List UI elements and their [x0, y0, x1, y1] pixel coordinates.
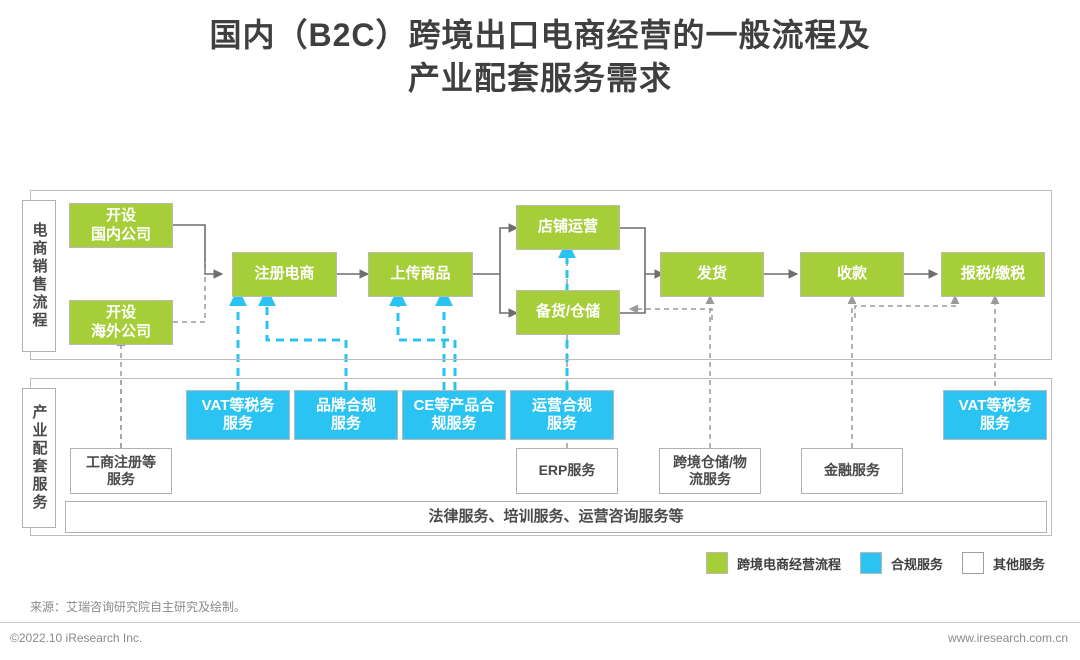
service-box-brand-compliance[interactable]: 品牌合规 服务: [294, 390, 398, 440]
legend-label-flow: 跨境电商经营流程: [737, 556, 842, 572]
legend-swatch-green: [706, 552, 728, 574]
flow-box-payment-collection[interactable]: 收款: [800, 252, 904, 297]
page-title-line-1: 国内（B2C）跨境出口电商经营的一般流程及: [209, 17, 871, 53]
flow-box-register[interactable]: 注册电商: [232, 252, 337, 297]
flow-box-upload[interactable]: 上传商品: [368, 252, 473, 297]
section-label-flow-text: 电商销售流程: [30, 222, 48, 330]
copyright-text: ©2022.10 iResearch Inc.: [10, 631, 143, 645]
line1: 运营合规: [531, 396, 592, 414]
page-title: 国内（B2C）跨境出口电商经营的一般流程及 产业配套服务需求: [0, 14, 1080, 100]
service-section-frame: [30, 378, 1052, 536]
service-box-operations-compliance[interactable]: 运营合规 服务: [510, 390, 614, 440]
line2: 服务: [979, 415, 1010, 432]
flow-box-setup-overseas[interactable]: 开设 海外公司: [69, 300, 173, 345]
source-note: 来源：艾瑞咨询研究院自主研究及绘制。: [30, 600, 247, 614]
service-box-financial[interactable]: 金融服务: [801, 448, 903, 494]
line1: CE等产品合: [413, 396, 495, 414]
service-box-business-registration[interactable]: 工商注册等 服务: [70, 448, 172, 494]
flow-box-tax-filing[interactable]: 报税/缴税: [941, 252, 1045, 297]
flow-section-frame: [30, 190, 1052, 360]
line2: 流服务: [688, 471, 731, 487]
line2: 服务: [546, 415, 577, 432]
page-title-line-2: 产业配套服务需求: [407, 60, 672, 97]
line2: 服务: [222, 415, 253, 432]
legend-label-other: 其他服务: [993, 556, 1046, 572]
service-box-ce-product-compliance[interactable]: CE等产品合 规服务: [402, 390, 506, 440]
service-box-vat-right[interactable]: VAT等税务 服务: [943, 390, 1047, 440]
line1: VAT等税务: [958, 396, 1032, 414]
line2: 规服务: [431, 415, 477, 432]
service-box-brand-compliance-label: 品牌合规 服务: [316, 397, 376, 434]
legend-swatch-blue: [860, 552, 883, 574]
service-box-ce-product-compliance-label: CE等产品合 规服务: [414, 397, 495, 434]
service-box-cross-border-logistics-label: 跨境仓储/物 流服务: [673, 454, 747, 488]
line2: 服务: [330, 415, 361, 432]
line2: 国内公司: [90, 225, 151, 243]
line1: 品牌合规: [315, 396, 376, 414]
flow-box-setup-domestic[interactable]: 开设 国内公司: [69, 203, 173, 248]
line1: 工商注册等: [86, 453, 156, 470]
service-box-vat-left-label: VAT等税务 服务: [202, 397, 275, 434]
footer-divider: [0, 622, 1080, 623]
flow-box-store-operations[interactable]: 店铺运营: [516, 205, 620, 250]
legend-label-compliance: 合规服务: [891, 556, 944, 572]
section-label-service-text: 产业配套服务: [30, 404, 48, 512]
service-box-cross-border-logistics[interactable]: 跨境仓储/物 流服务: [659, 448, 761, 494]
flow-box-shipping[interactable]: 发货: [660, 252, 764, 297]
line1: 开设: [105, 304, 136, 322]
line2: 服务: [107, 471, 135, 487]
legend: 跨境电商经营流程 合规服务 其他服务: [706, 552, 1055, 574]
service-box-operations-compliance-label: 运营合规 服务: [532, 397, 592, 434]
line2: 海外公司: [90, 322, 151, 340]
legend-swatch-white: [962, 552, 985, 574]
flow-box-setup-domestic-label: 开设 国内公司: [91, 207, 151, 244]
section-label-flow: 电商销售流程: [22, 200, 56, 352]
line1: VAT等税务: [201, 396, 275, 414]
service-box-legal-training-consulting[interactable]: 法律服务、培训服务、运营咨询服务等: [65, 501, 1047, 533]
website-link[interactable]: www.iresearch.com.cn: [947, 631, 1068, 645]
flow-box-setup-overseas-label: 开设 海外公司: [91, 304, 151, 341]
service-box-vat-right-label: VAT等税务 服务: [959, 397, 1032, 434]
service-box-erp[interactable]: ERP服务: [516, 448, 618, 494]
line1: 开设: [105, 207, 136, 225]
flow-box-stocking-warehouse[interactable]: 备货/仓储: [516, 290, 620, 335]
service-box-vat-left[interactable]: VAT等税务 服务: [186, 390, 290, 440]
service-box-business-registration-label: 工商注册等 服务: [86, 454, 156, 488]
line1: 跨境仓储/物: [673, 453, 747, 470]
section-label-service: 产业配套服务: [22, 388, 56, 528]
